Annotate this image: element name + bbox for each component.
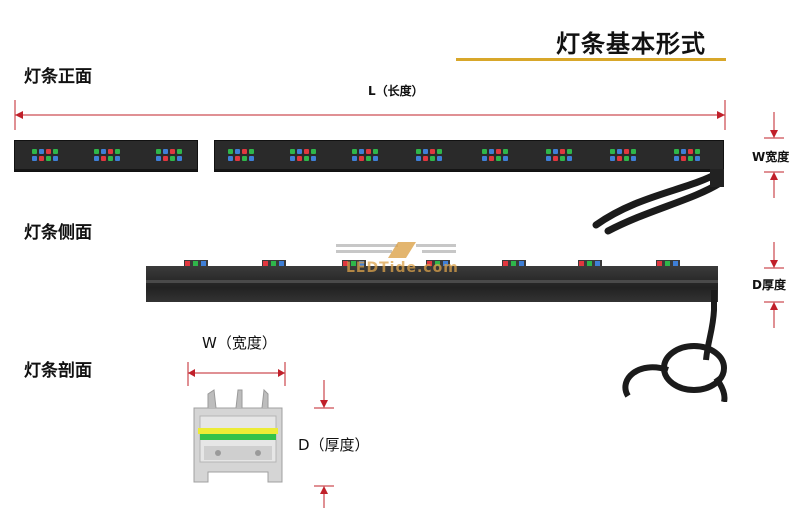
- led-chip-side: [342, 260, 366, 267]
- section-depth-dimension-marker: [314, 380, 334, 508]
- section-label-side: 灯条侧面: [24, 223, 92, 243]
- length-dimension-line: [14, 100, 726, 130]
- led-pixel-group: [155, 148, 185, 164]
- led-pixel-group: [545, 148, 575, 164]
- watermark-text: LEDTide.com: [346, 260, 459, 276]
- led-bar-side-view: [146, 260, 718, 302]
- cross-section-profile: [193, 388, 283, 483]
- led-pixel-group: [31, 148, 61, 164]
- led-pixel-group: [227, 148, 257, 164]
- power-cable-icon: [592, 169, 724, 235]
- led-bar-front-short: [14, 140, 198, 172]
- depth-dimension-marker: [764, 242, 784, 328]
- led-pixel-group: [673, 148, 703, 164]
- section-label-cross: 灯条剖面: [24, 361, 92, 381]
- page-title: 灯条基本形式: [556, 30, 706, 58]
- section-label-front: 灯条正面: [24, 67, 92, 87]
- section-width-dimension-line: [187, 362, 286, 386]
- length-label: L（长度）: [368, 84, 424, 98]
- title-underline: [456, 58, 726, 61]
- led-pixel-group: [415, 148, 445, 164]
- led-chip-side: [502, 260, 526, 267]
- led-chip-side: [262, 260, 286, 267]
- section-depth-label: D（厚度）: [298, 436, 370, 454]
- width-dimension-marker: [764, 112, 784, 198]
- width-label-right: W宽度: [752, 150, 790, 164]
- power-cable-coil-icon: [622, 290, 728, 402]
- led-pixel-group: [609, 148, 639, 164]
- led-chip-side: [656, 260, 680, 267]
- side-rail-groove: [146, 280, 718, 283]
- depth-label-right: D厚度: [752, 278, 786, 292]
- led-chip-side: [578, 260, 602, 267]
- watermark-logo-icon: [336, 242, 456, 258]
- section-width-label: W（宽度）: [202, 334, 277, 352]
- led-pixel-group: [93, 148, 123, 164]
- led-pixel-group: [481, 148, 511, 164]
- led-bar-front-long: [214, 140, 724, 172]
- led-chip-side: [184, 260, 208, 267]
- led-pixel-group: [351, 148, 381, 164]
- led-chip-side: [426, 260, 450, 267]
- led-pixel-group: [289, 148, 319, 164]
